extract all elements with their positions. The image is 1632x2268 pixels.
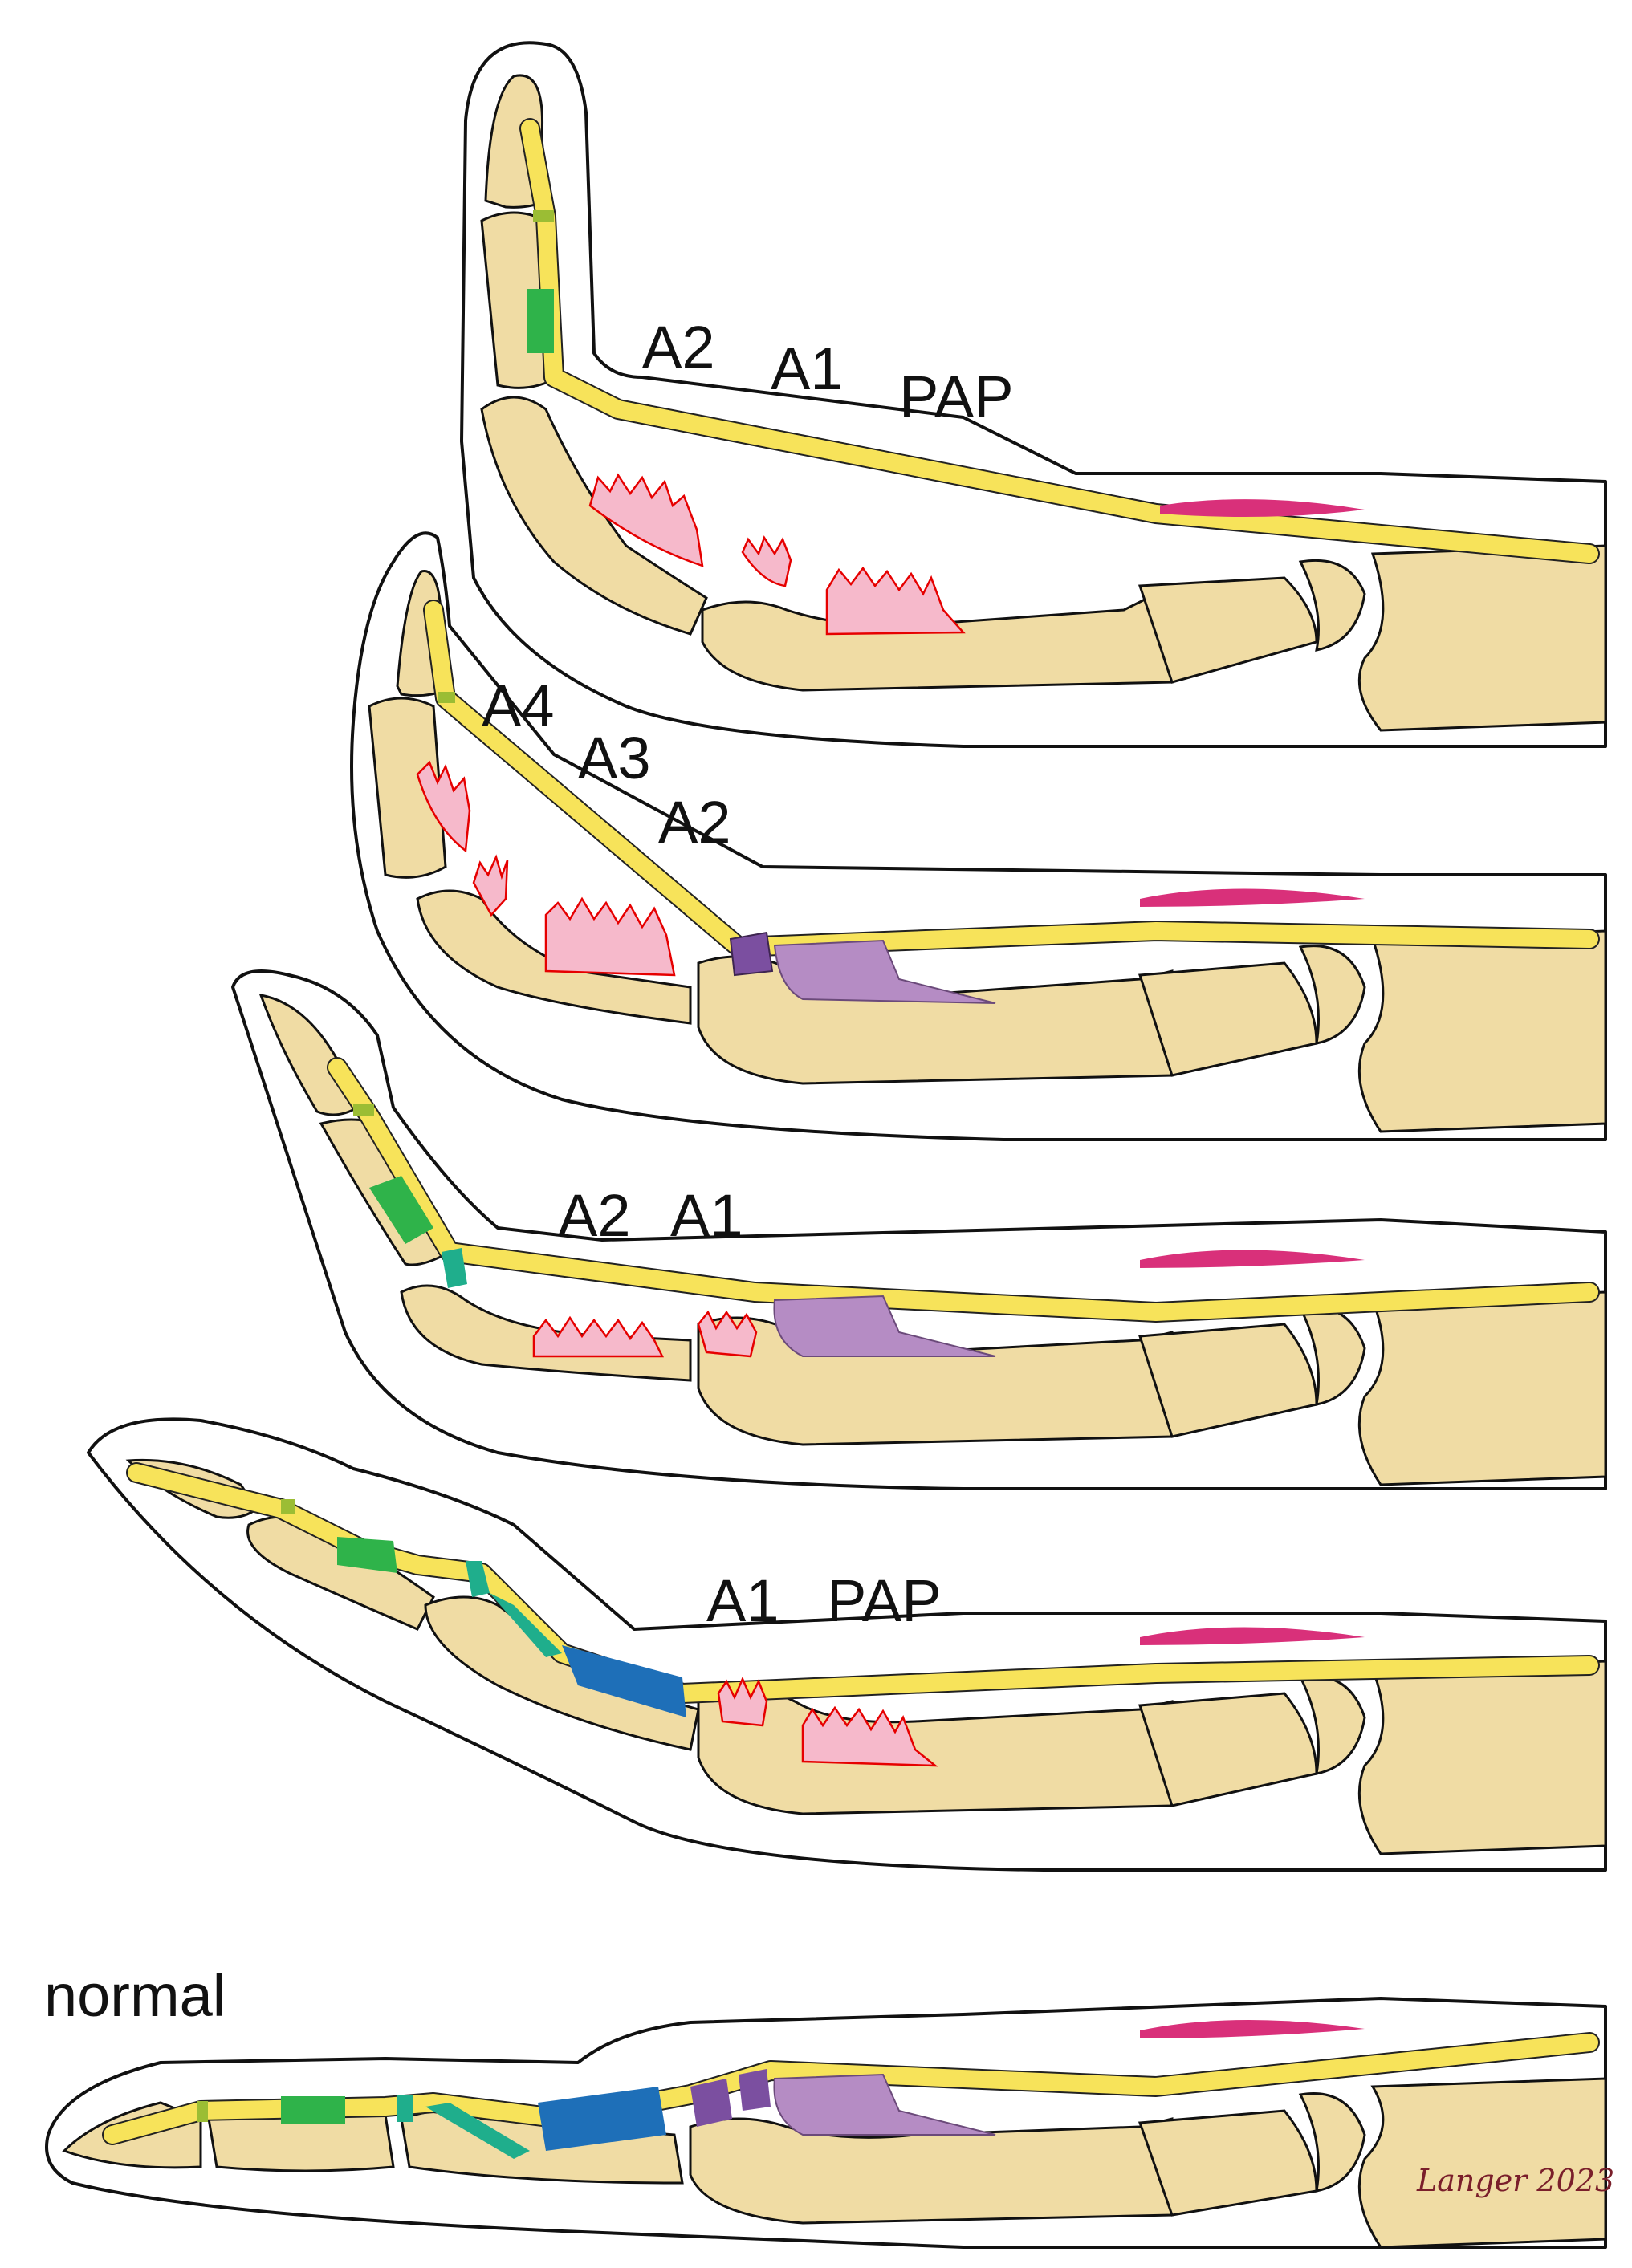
panel-5-pulley-a5-marker [197, 2101, 208, 2122]
panel-3-ruptured-a1 [697, 1310, 758, 1358]
panel-2-radius [1357, 929, 1607, 1133]
panel-1-flexor-tendon [521, 120, 1598, 563]
panel-3-carpal-2 [1298, 1306, 1366, 1406]
panel-4-pulley-a3-marker [466, 1561, 490, 1597]
panel-5: normal Langer 2023 [44, 1962, 1614, 2249]
panel-1-muscle-belly [1160, 499, 1365, 517]
panel-4-ruptured-pap [801, 1705, 938, 1767]
panel-1-ruptured-a2 [588, 473, 704, 567]
panel-4-ruptured-a1 [717, 1676, 768, 1727]
panel-2-ruptured-a2 [544, 896, 676, 977]
panel-1-label-3: PAP [899, 364, 1014, 430]
panel-3-pulley-a3-marker [442, 1248, 467, 1288]
panel-5-radius [1357, 2077, 1607, 2249]
panel-1-carpal-1 [1138, 576, 1318, 684]
panel-2: A4 A3 A2 [350, 531, 1607, 1141]
panel-1-label-2: A1 [771, 335, 844, 402]
panel-3-pulley-a5-marker [353, 1104, 374, 1116]
panel-3-distal-phalanx [258, 994, 359, 1116]
panel-4-radius [1357, 1660, 1607, 1855]
panel-3: A2 A1 [231, 969, 1607, 1490]
panel-4-proximal-phalanx [424, 1595, 700, 1751]
panel-3-ruptured-a2 [532, 1315, 665, 1358]
panel-4-muscle-belly [1140, 1627, 1365, 1645]
panel-2-muscle-belly [1140, 888, 1365, 907]
panel-1-carpal-2 [1298, 559, 1366, 652]
panel-5-pulley-a3-marker [397, 2095, 413, 2122]
panel-2-carpal-2 [1298, 945, 1366, 1045]
panel-4-label-1: A1 [706, 1567, 779, 1634]
panel-1-pulley-a5-marker [533, 210, 554, 222]
panel-2-proximal-phalanx [416, 889, 692, 1025]
panel-5-pulley-a1-marker [690, 2079, 732, 2127]
panel-4: A1 PAP [87, 1417, 1607, 1872]
panel-5-pulley-a4-marker [281, 2096, 345, 2124]
panel-5-carpal-2 [1298, 2092, 1366, 2193]
panel-1-ruptured-pap [825, 566, 966, 636]
panel-1: A2 A1 PAP [460, 41, 1607, 748]
panel-2-label-3: A2 [658, 789, 731, 856]
panel-5-muscle-belly [1140, 2019, 1365, 2038]
panel-5-cruciform-teal [425, 2103, 530, 2159]
panel-1-radius [1357, 544, 1607, 732]
panel-1-label-1: A2 [642, 314, 715, 380]
panel-5-palmar-aponeurosis [773, 2073, 996, 2136]
panel-3-radius [1357, 1290, 1607, 1486]
panel-3-palmar-aponeurosis [773, 1295, 996, 1357]
artist-signature: Langer 2023 [1416, 2163, 1614, 2198]
panel-3-muscle-belly [1140, 1250, 1365, 1268]
panel-2-label-1: A4 [482, 673, 555, 739]
panel-5-pulley-a1b-marker [739, 2069, 771, 2111]
panel-4-pulley-a5-marker [281, 1499, 295, 1514]
panel-4-label-2: PAP [827, 1567, 942, 1634]
panel-2-a1-pulley [729, 931, 774, 977]
panel-3-label-2: A1 [670, 1182, 743, 1249]
panel-2-palmar-aponeurosis [773, 939, 996, 1004]
panel-1-pulley-a4-marker [527, 289, 554, 353]
panel-5-pulley-a2-marker [538, 2087, 666, 2151]
panel-4-carpal-2 [1298, 1675, 1366, 1775]
panel-1-proximal-phalanx [480, 396, 708, 636]
panel-2-ruptured-a3 [472, 854, 509, 917]
panel-4-pulley-a4-marker [337, 1537, 397, 1573]
panel-5-title: normal [44, 1962, 226, 2029]
panel-4-cruciform-teal [490, 1593, 562, 1657]
panel-2-label-2: A3 [578, 725, 651, 791]
panel-3-pulley-a4-marker [369, 1176, 433, 1244]
panel-2-ruptured-a4 [416, 760, 471, 853]
panel-2-pulley-a5-marker [438, 692, 455, 703]
panel-4-pulley-a2-marker [562, 1645, 686, 1717]
panel-1-ruptured-a1 [741, 535, 792, 587]
panel-3-label-1: A2 [558, 1182, 631, 1249]
panel-5-metacarpal [689, 2117, 1174, 2225]
